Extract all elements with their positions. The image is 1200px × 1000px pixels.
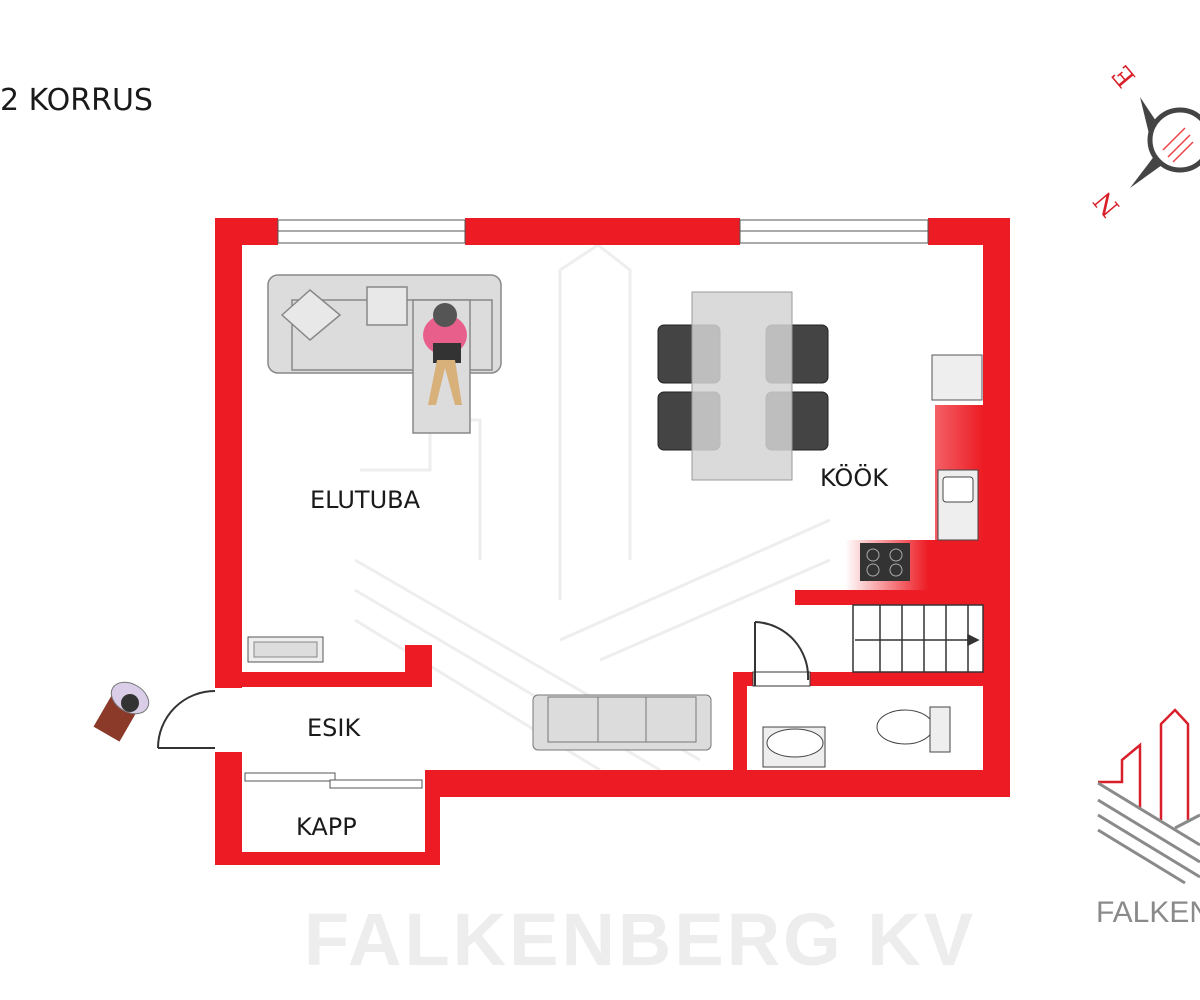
windows bbox=[277, 219, 929, 244]
hall-sofa bbox=[532, 694, 712, 751]
corner-sofa bbox=[267, 274, 502, 434]
cooktop-icon bbox=[860, 543, 910, 581]
stairs[interactable] bbox=[852, 604, 984, 673]
person-entering bbox=[93, 681, 150, 742]
bathroom-fixtures bbox=[762, 706, 951, 768]
logo-text: FALKENBERG bbox=[1096, 896, 1200, 929]
watermark-text: FALKENBERG KV bbox=[304, 898, 976, 981]
floor-title: 2 KORRUS bbox=[0, 83, 153, 118]
walls bbox=[215, 218, 1010, 865]
compass-icon: E N bbox=[1088, 59, 1200, 222]
person-sitting bbox=[423, 303, 467, 405]
room-label-kitchen: KÖÖK bbox=[820, 463, 889, 492]
compass-label-n: N bbox=[1088, 185, 1126, 222]
entry-door[interactable] bbox=[157, 690, 216, 749]
wc-door[interactable] bbox=[752, 621, 811, 687]
watermark bbox=[354, 243, 831, 772]
dining-table bbox=[691, 291, 793, 481]
closet-sliding-doors[interactable] bbox=[244, 772, 423, 789]
room-label-hall: ESIK bbox=[307, 714, 361, 742]
fridge bbox=[931, 354, 983, 401]
compass-label-e: E bbox=[1107, 59, 1142, 93]
logo: FALKENBERG bbox=[1096, 708, 1200, 929]
tv-bench-inner bbox=[253, 641, 318, 658]
dining-set bbox=[657, 291, 829, 481]
room-label-living: ELUTUBA bbox=[310, 486, 421, 514]
room-label-closet: KAPP bbox=[296, 813, 357, 841]
